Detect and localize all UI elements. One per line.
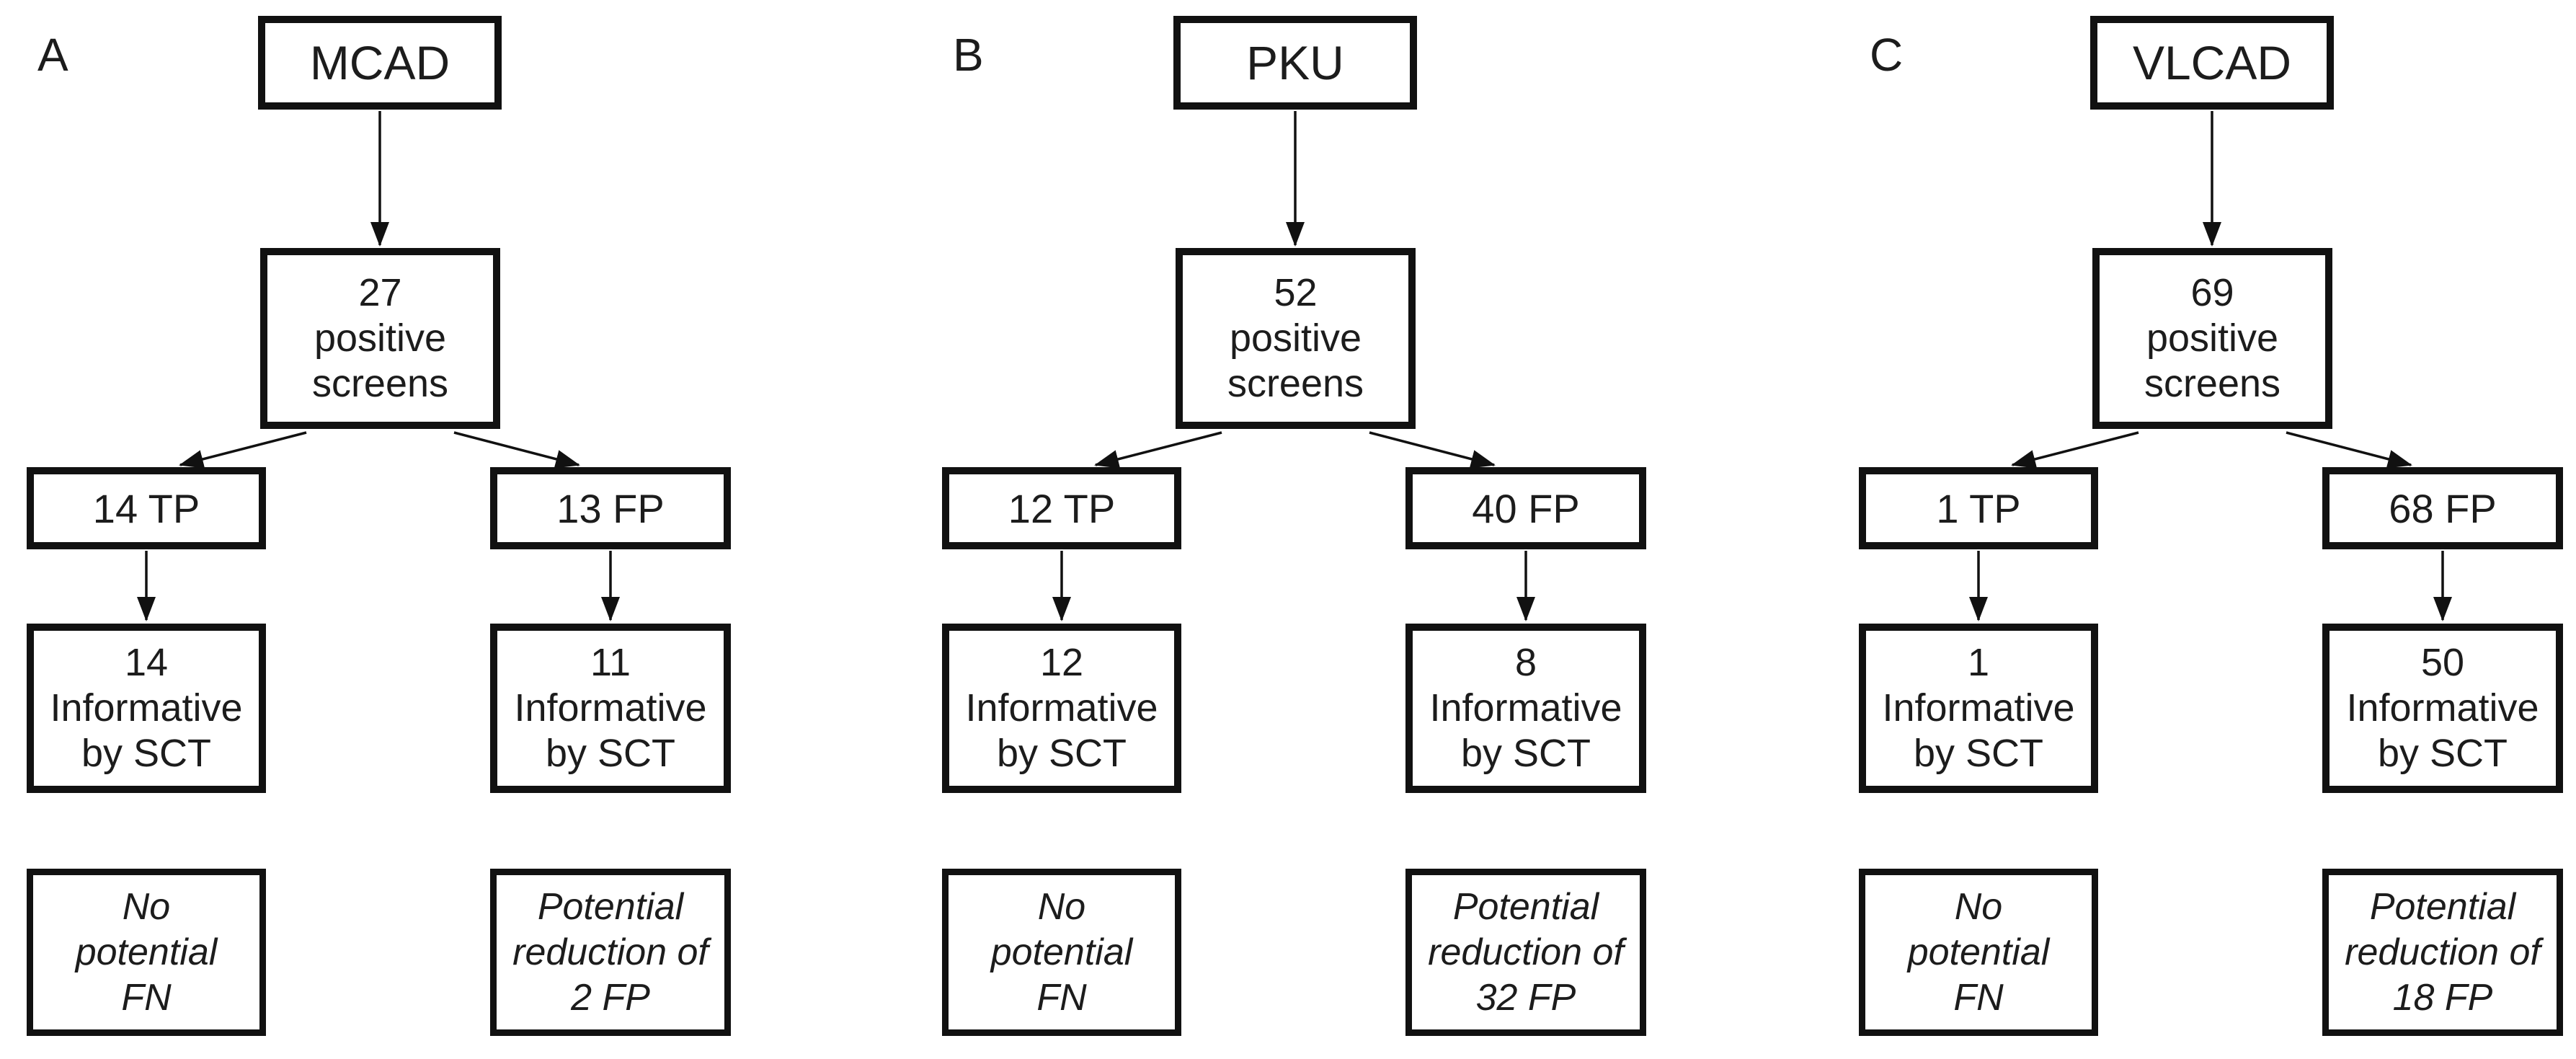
panel-vlcad: C VLCAD 69 positive screens 1 TP 68 FP 1… [1832, 0, 2576, 1059]
positive-screens-box: 27 positive screens [260, 248, 500, 429]
positive-screens-box: 52 positive screens [1176, 248, 1416, 429]
tp-box: 14 TP [27, 467, 266, 549]
fp-outcome-box: Potential reduction of 18 FP [2322, 869, 2563, 1036]
fp-outcome-line2: reduction of [1428, 931, 1624, 973]
panel-label: C [1870, 29, 1904, 81]
panel-mcad: A MCAD 27 positive screens 14 TP 13 FP 1… [0, 0, 744, 1059]
arrow-line [2011, 431, 2139, 469]
tp-outcome-box: No potential FN [942, 869, 1181, 1036]
screens-count: 52 [1274, 271, 1318, 314]
fp-box: 40 FP [1405, 467, 1646, 549]
tp-informative-word1: Informative [965, 686, 1158, 730]
screens-count: 27 [358, 271, 402, 314]
fp-outcome-line3: 32 FP [1475, 976, 1576, 1019]
tp-informative-word2: by SCT [1913, 732, 2044, 775]
arrow-line [2286, 431, 2412, 469]
tp-box: 1 TP [1859, 467, 2098, 549]
fp-informative-word1: Informative [514, 686, 707, 730]
tp-label: 14 TP [92, 485, 200, 531]
fp-informative-count: 50 [2420, 641, 2465, 684]
fp-informative-box: 8 Informative by SCT [1405, 624, 1646, 793]
fp-informative-word1: Informative [1429, 686, 1622, 730]
screens-word1: positive [1229, 316, 1362, 360]
fp-outcome-line1: Potential [537, 885, 684, 928]
panel-label: A [37, 29, 68, 81]
fp-outcome-line2: reduction of [2345, 931, 2541, 973]
tp-label: 1 TP [1936, 485, 2021, 531]
arrow-line [179, 431, 307, 469]
fp-outcome-line3: 18 FP [2392, 976, 2493, 1019]
fp-informative-box: 11 Informative by SCT [490, 624, 731, 793]
tp-informative-count: 14 [124, 641, 169, 684]
condition-label: MCAD [309, 36, 450, 89]
screens-word2: screens [1227, 362, 1364, 405]
arrow-line [453, 431, 580, 469]
tp-informative-count: 1 [1967, 641, 1990, 684]
fp-informative-count: 11 [590, 641, 631, 684]
tp-informative-word1: Informative [50, 686, 243, 730]
tp-outcome-line3: FN [1036, 976, 1087, 1019]
tp-outcome-line1: No [1037, 885, 1086, 928]
screens-count: 69 [2190, 271, 2234, 314]
screens-word1: positive [2146, 316, 2279, 360]
tp-box: 12 TP [942, 467, 1181, 549]
tp-outcome-line2: potential [990, 931, 1133, 973]
fp-informative-word2: by SCT [1460, 732, 1591, 775]
tp-outcome-line2: potential [75, 931, 218, 973]
arrow-line [1369, 431, 1496, 469]
screens-word2: screens [2144, 362, 2281, 405]
fp-informative-word1: Informative [2346, 686, 2539, 730]
fp-informative-box: 50 Informative by SCT [2322, 624, 2563, 793]
screens-word1: positive [314, 316, 447, 360]
fp-label: 13 FP [556, 485, 665, 531]
tp-informative-word2: by SCT [81, 732, 212, 775]
fp-informative-word2: by SCT [2377, 732, 2508, 775]
condition-label: PKU [1246, 36, 1344, 89]
tp-outcome-box: No potential FN [1859, 869, 2098, 1036]
positive-screens-box: 69 positive screens [2092, 248, 2332, 429]
tp-outcome-line2: potential [1907, 931, 2050, 973]
tp-informative-word1: Informative [1882, 686, 2075, 730]
fp-informative-count: 8 [1514, 641, 1537, 684]
fp-box: 13 FP [490, 467, 731, 549]
fp-informative-word2: by SCT [545, 732, 676, 775]
panel-pku: B PKU 52 positive screens 12 TP 40 FP 12… [915, 0, 1659, 1059]
tp-label: 12 TP [1008, 485, 1116, 531]
fp-outcome-line1: Potential [2369, 885, 2516, 928]
fp-label: 40 FP [1472, 485, 1580, 531]
tp-outcome-box: No potential FN [27, 869, 266, 1036]
fp-outcome-line3: 2 FP [571, 976, 650, 1019]
fp-outcome-box: Potential reduction of 2 FP [490, 869, 731, 1036]
tp-informative-word2: by SCT [996, 732, 1127, 775]
condition-box: MCAD [258, 16, 502, 110]
tp-outcome-line3: FN [121, 976, 172, 1019]
condition-box: VLCAD [2090, 16, 2334, 110]
fp-outcome-line1: Potential [1452, 885, 1599, 928]
tp-outcome-line3: FN [1953, 976, 2004, 1019]
tp-informative-count: 12 [1039, 641, 1084, 684]
fp-outcome-line2: reduction of [512, 931, 709, 973]
tp-outcome-line1: No [122, 885, 171, 928]
tp-informative-box: 12 Informative by SCT [942, 624, 1181, 793]
tp-outcome-line1: No [1954, 885, 2003, 928]
condition-box: PKU [1173, 16, 1417, 110]
panel-label: B [953, 29, 984, 81]
tp-informative-box: 1 Informative by SCT [1859, 624, 2098, 793]
fp-box: 68 FP [2322, 467, 2563, 549]
condition-label: VLCAD [2132, 36, 2292, 89]
screens-word2: screens [311, 362, 449, 405]
tp-informative-box: 14 Informative by SCT [27, 624, 266, 793]
arrow-line [1094, 431, 1222, 469]
fp-outcome-box: Potential reduction of 32 FP [1405, 869, 1646, 1036]
fp-label: 68 FP [2389, 485, 2497, 531]
